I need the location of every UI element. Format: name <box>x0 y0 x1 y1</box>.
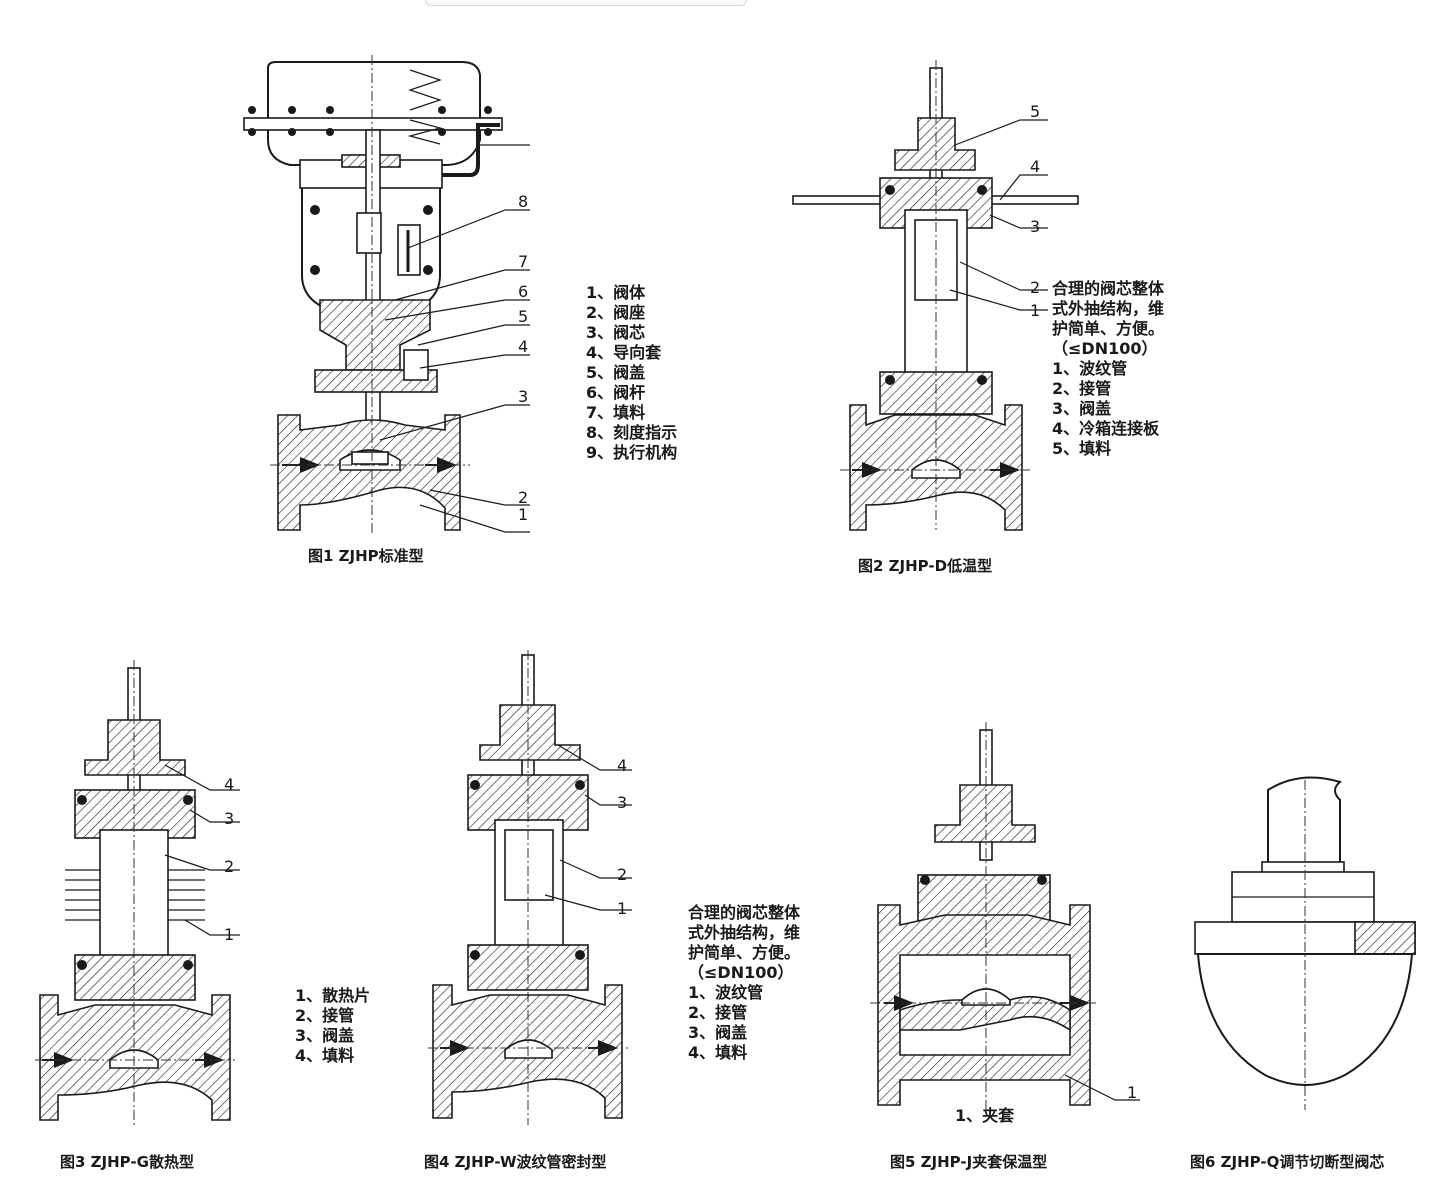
fig1-callout-6: 6 <box>518 282 528 301</box>
fig2-note-and-legend: 合理的阀芯整体 式外抽结构，维 护简单、方便。 （≤DN100） 1、波纹管 2… <box>1052 279 1164 459</box>
figure-4-drawing: 1 2 3 4 <box>428 650 632 1125</box>
legend-item: 4、填料 <box>295 1046 355 1065</box>
note-line: 护简单、方便。 <box>688 943 801 962</box>
legend-item: 1、阀体 <box>586 283 646 302</box>
legend-item: 2、阀座 <box>586 303 646 322</box>
legend-item: 1、波纹管 <box>1052 359 1128 378</box>
fig1-callout-5: 5 <box>518 307 528 326</box>
note-line: 护简单、方便。 <box>1052 319 1165 338</box>
fig4-caption: 图4 ZJHP-W波纹管密封型 <box>424 1153 607 1171</box>
legend-item: 2、接管 <box>295 1006 355 1025</box>
legend-item: 4、填料 <box>688 1043 748 1062</box>
figure-5-drawing: 1 <box>870 722 1140 1110</box>
note-line: （≤DN100） <box>688 963 794 982</box>
fig2-caption: 图2 ZJHP-D低温型 <box>858 557 993 575</box>
fig4-callout-3: 3 <box>617 793 627 812</box>
fig3-legend: 1、散热片 2、接管 3、阀盖 4、填料 <box>295 986 370 1066</box>
fig5-callout-1: 1 <box>1127 1083 1137 1102</box>
legend-item: 5、阀盖 <box>586 363 646 382</box>
legend-item: 3、阀盖 <box>688 1023 748 1042</box>
legend-item: 7、填料 <box>586 403 646 422</box>
legend-item: 1、散热片 <box>295 986 371 1005</box>
fig1-callout-7: 7 <box>518 252 528 271</box>
legend-item: 3、阀盖 <box>1052 399 1112 418</box>
figure-2-drawing: 1 2 3 4 5 <box>792 60 1079 531</box>
fig1-callout-2: 2 <box>518 488 528 507</box>
legend-item: 8、刻度指示 <box>586 423 678 442</box>
legend-item: 1、波纹管 <box>688 983 764 1002</box>
legend-item: 4、冷箱连接板 <box>1052 419 1160 438</box>
note-line: （≤DN100） <box>1052 339 1158 358</box>
legend-item: 4、导向套 <box>586 343 662 362</box>
fig1-callout-3: 3 <box>518 387 528 406</box>
legend-item: 2、接管 <box>1052 379 1112 398</box>
fig4-note-and-legend: 合理的阀芯整体 式外抽结构，维 护简单、方便。 （≤DN100） 1、波纹管 2… <box>688 903 800 1063</box>
fig3-callout-1: 1 <box>224 925 234 944</box>
fig3-callout-4: 4 <box>224 775 234 794</box>
fig4-callout-4: 4 <box>617 756 627 775</box>
figure-1-drawing: 1 2 3 4 5 6 7 8 <box>243 55 530 535</box>
fig2-callout-1: 1 <box>1030 301 1040 320</box>
fig5-legend: 1、夹套 <box>955 1106 1014 1126</box>
note-line: 合理的阀芯整体 <box>688 903 801 922</box>
fig2-callout-3: 3 <box>1030 217 1040 236</box>
note-line: 式外抽结构，维 <box>688 923 801 942</box>
fig3-callout-2: 2 <box>224 857 234 876</box>
fig3-caption: 图3 ZJHP-G散热型 <box>60 1153 194 1171</box>
note-line: 式外抽结构，维 <box>1052 299 1165 318</box>
legend-item: 3、阀芯 <box>586 323 646 342</box>
fig1-callout-4: 4 <box>518 337 528 356</box>
note-line: 合理的阀芯整体 <box>1052 279 1165 298</box>
legend-item: 3、阀盖 <box>295 1026 355 1045</box>
legend-item: 6、阀杆 <box>586 383 646 402</box>
fig6-caption: 图6 ZJHP-Q调节切断型阀芯 <box>1190 1153 1385 1171</box>
figure-3-drawing: 1 2 3 4 <box>35 660 240 1125</box>
figure-6-drawing <box>1194 776 1416 1110</box>
fig3-callout-3: 3 <box>224 809 234 828</box>
fig1-legend: 1、阀体 2、阀座 3、阀芯 4、导向套 5、阀盖 6、阀杆 7、填料 8、刻度… <box>586 283 677 463</box>
fig5-caption: 图5 ZJHP-J夹套保温型 <box>890 1153 1048 1171</box>
fig2-callout-5: 5 <box>1030 102 1040 121</box>
fig1-caption: 图1 ZJHP标准型 <box>308 547 424 565</box>
legend-item: 9、执行机构 <box>586 443 678 462</box>
fig2-callout-2: 2 <box>1030 278 1040 297</box>
fig1-callout-1: 1 <box>518 505 528 524</box>
legend-item: 2、接管 <box>688 1003 748 1022</box>
fig1-callout-8: 8 <box>518 192 528 211</box>
fig2-callout-4: 4 <box>1030 157 1040 176</box>
legend-item: 5、填料 <box>1052 439 1112 458</box>
fig4-callout-1: 1 <box>617 899 627 918</box>
fig4-callout-2: 2 <box>617 865 627 884</box>
legend-item: 1、夹套 <box>955 1106 1015 1125</box>
